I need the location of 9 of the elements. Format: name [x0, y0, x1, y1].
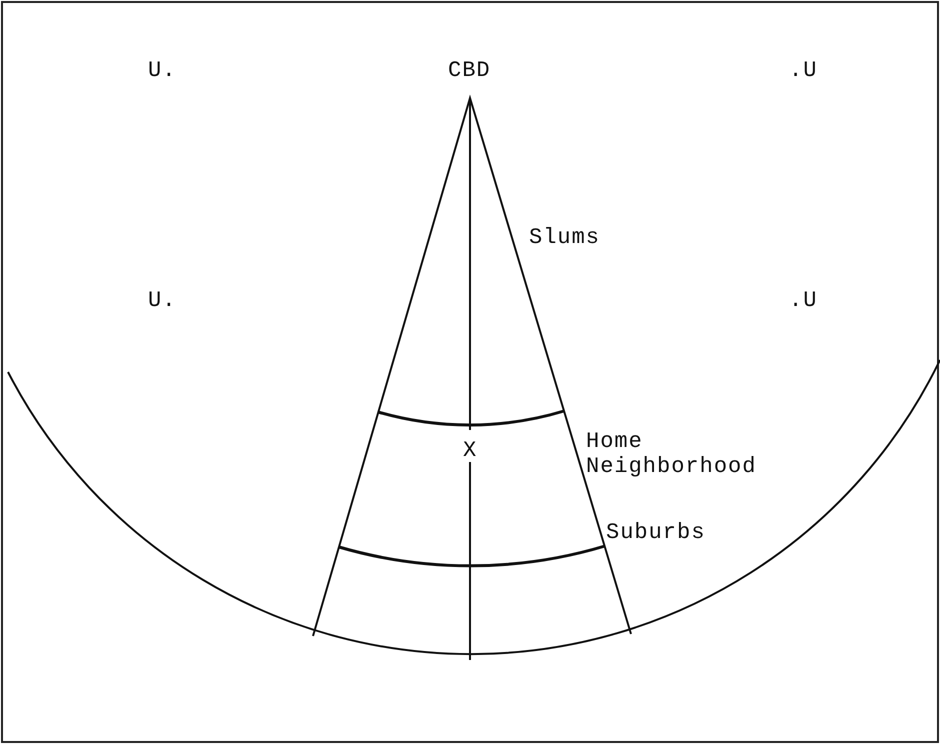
zone-label: Slums — [529, 225, 600, 250]
zone-label: Suburbs — [606, 520, 706, 545]
area-label: .U — [789, 288, 818, 313]
center-label: CBD — [448, 58, 491, 83]
area-label: U. — [148, 58, 176, 83]
area-label: U. — [148, 288, 176, 313]
location-mark: X — [463, 438, 478, 463]
zone-label: Home Neighborhood — [586, 429, 758, 479]
area-label: .U — [789, 58, 818, 83]
